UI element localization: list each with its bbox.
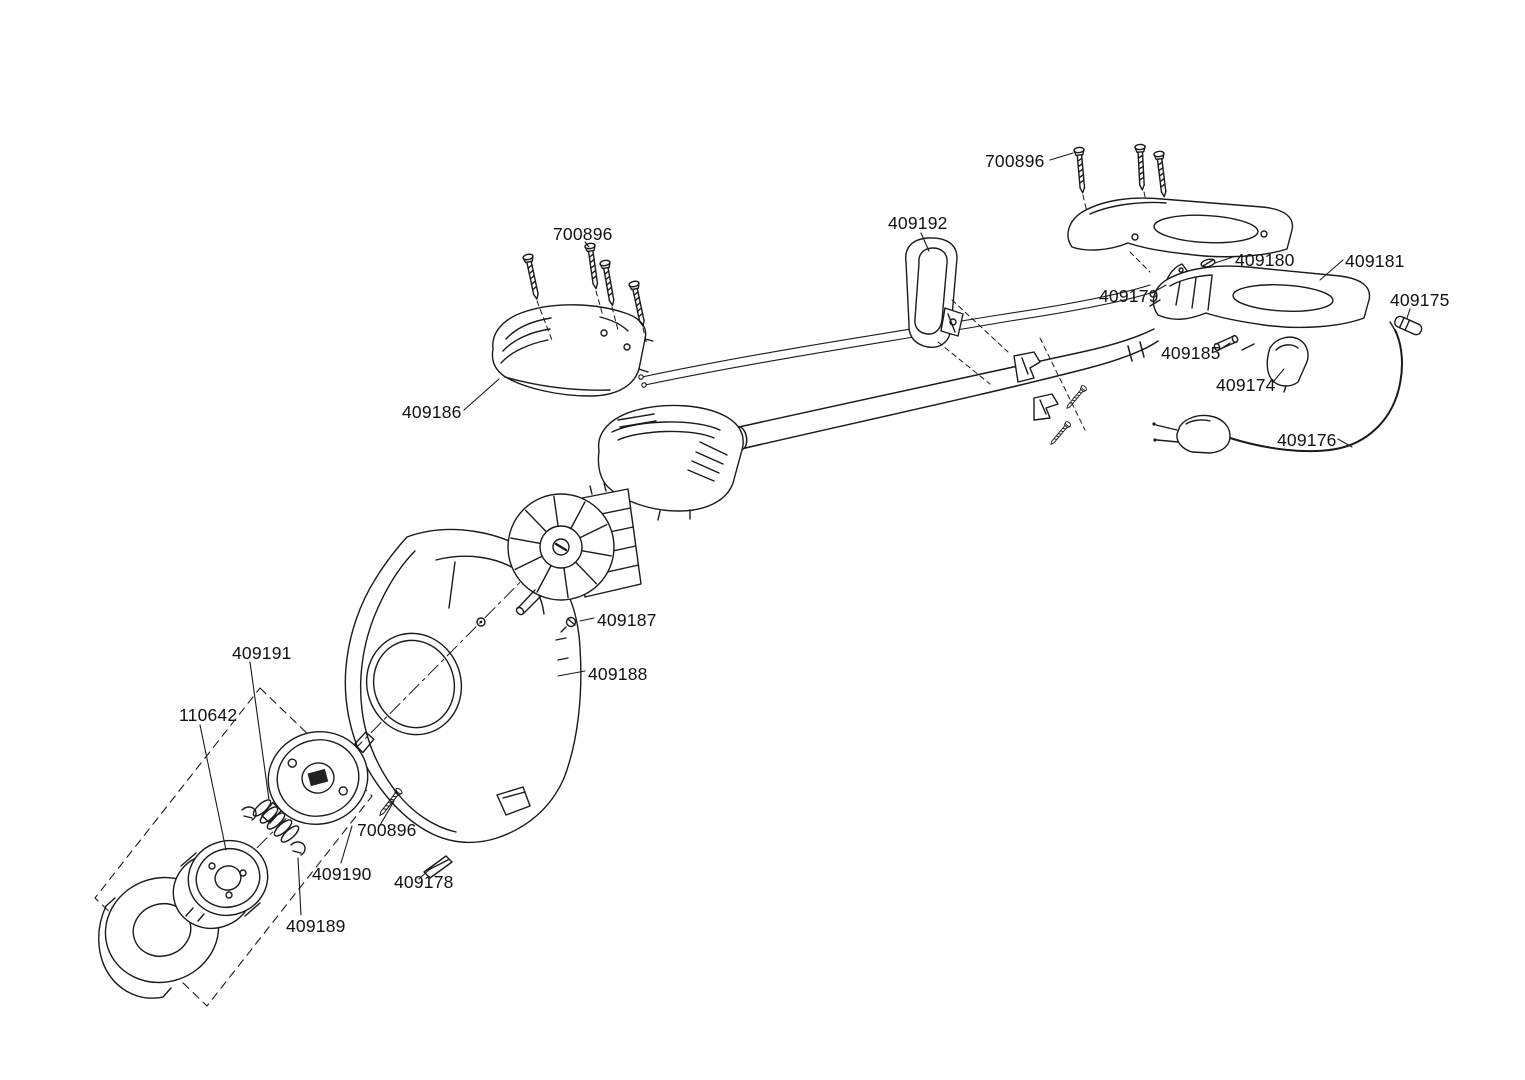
part-label-409190: 409190 bbox=[312, 864, 372, 884]
loop-handle bbox=[905, 237, 1009, 385]
power-cord bbox=[1229, 321, 1403, 453]
part-label-700896-spool-screw: 700896 bbox=[357, 820, 417, 840]
part-label-409191: 409191 bbox=[232, 643, 292, 663]
spool-drum bbox=[172, 840, 269, 929]
switch-trigger bbox=[1266, 336, 1309, 393]
motor-housing bbox=[597, 404, 744, 521]
part-label-409185: 409185 bbox=[1161, 343, 1221, 363]
motor-rotor-fan bbox=[507, 493, 615, 616]
spool-clips bbox=[241, 806, 306, 856]
cable-clamps bbox=[1013, 337, 1088, 447]
part-label-409176: 409176 bbox=[1277, 430, 1337, 450]
leader-lines bbox=[199, 152, 1411, 916]
part-label-409180: 409180 bbox=[1235, 250, 1295, 270]
cutter-blade-tab bbox=[496, 786, 531, 816]
handle-bottom-shell bbox=[1149, 265, 1371, 329]
part-label-409181: 409181 bbox=[1345, 251, 1405, 271]
part-label-110642: 110642 bbox=[179, 705, 238, 725]
guard-shield bbox=[344, 528, 582, 844]
motor-cover bbox=[491, 304, 654, 397]
part-label-409189: 409189 bbox=[286, 916, 346, 936]
clip-part bbox=[1200, 258, 1216, 268]
cover-screws bbox=[521, 242, 649, 346]
part-label-409188: 409188 bbox=[588, 664, 648, 684]
part-label-700896-cover-screws: 700896 bbox=[553, 224, 613, 244]
part-label-409186: 409186 bbox=[402, 402, 462, 422]
part-label-409187: 409187 bbox=[597, 610, 657, 630]
power-plug bbox=[1152, 414, 1231, 454]
handle-top-cover bbox=[1067, 197, 1294, 273]
spool-housing bbox=[261, 731, 375, 825]
blade-part bbox=[423, 855, 453, 879]
part-label-409174: 409174 bbox=[1216, 375, 1276, 395]
cord-grommet bbox=[1394, 315, 1423, 336]
part-label-409178: 409178 bbox=[394, 872, 454, 892]
part-label-409192: 409192 bbox=[888, 213, 948, 233]
power-wires bbox=[638, 284, 1155, 388]
part-label-409179: 409179 bbox=[1099, 286, 1159, 306]
small-screw-part bbox=[560, 616, 577, 633]
part-label-700896-handle-screws: 700896 bbox=[985, 151, 1045, 171]
part-label-409175: 409175 bbox=[1390, 290, 1450, 310]
pin-part bbox=[1213, 334, 1255, 352]
